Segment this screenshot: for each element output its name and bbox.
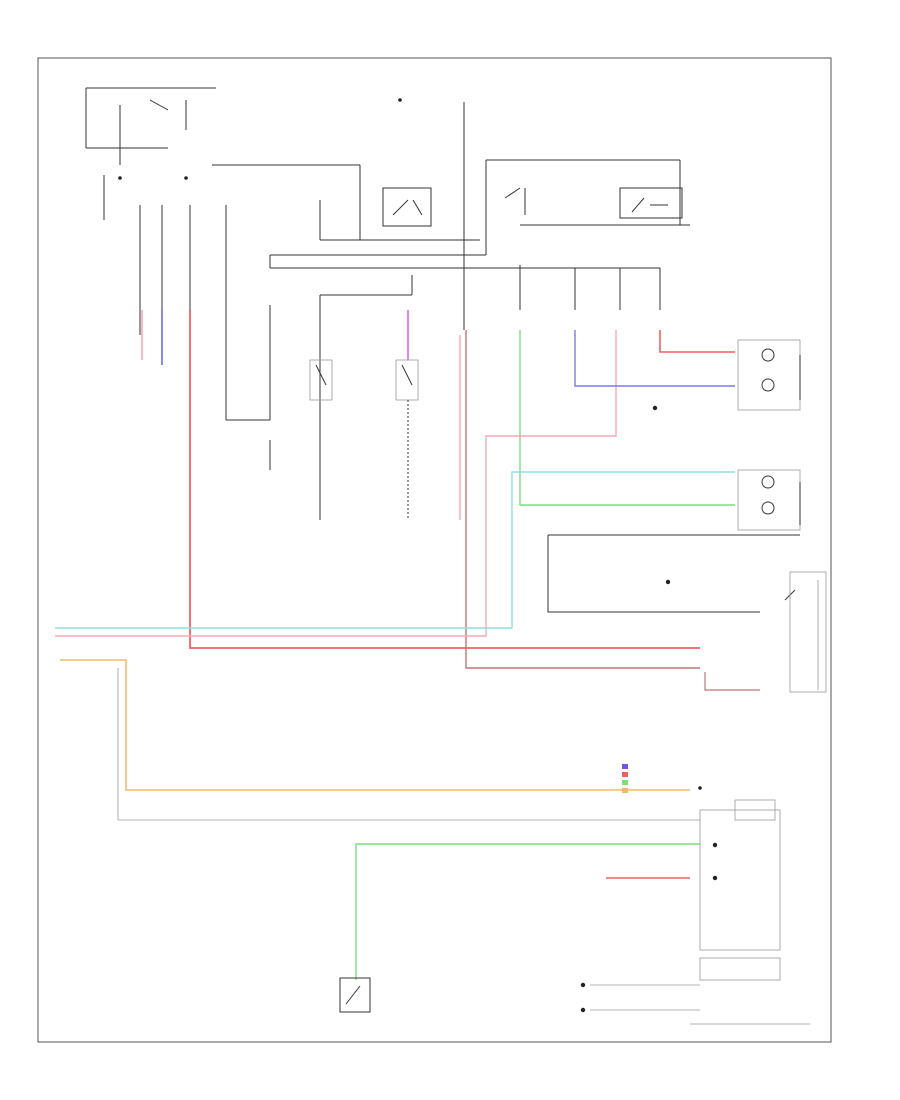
- wire-blue-right: [574, 330, 735, 387]
- lamp-control-module: [789, 571, 827, 693]
- body-control-module: [699, 799, 781, 981]
- door-switch-right: [395, 359, 419, 401]
- door-switch-left: [309, 359, 333, 401]
- right-door-lock-actuator: [737, 339, 801, 411]
- wire-green-lower: [355, 843, 700, 980]
- relay-box-2: [619, 187, 683, 219]
- wire-brown-main: [465, 330, 700, 669]
- wire-red-main: [189, 310, 700, 649]
- wire-red-right: [659, 330, 735, 353]
- wire-green-upper: [519, 330, 735, 506]
- bottom-right-wires: [580, 982, 810, 1025]
- relay-box-1: [382, 187, 432, 227]
- fuse-relay-block: [85, 87, 690, 330]
- trunk-switch: [339, 977, 371, 1013]
- switch-contact-1: [504, 187, 526, 215]
- diagram-frame: [37, 57, 832, 1043]
- wire-brown-lower: [704, 672, 760, 691]
- ground-symbols: [118, 98, 702, 790]
- wire-cyan: [55, 471, 735, 629]
- wire-pink-long: [55, 330, 617, 637]
- connector-stubs: [139, 205, 661, 520]
- left-door-lock-actuator: [737, 469, 801, 531]
- wire-gray-thin: [117, 668, 700, 821]
- connector-markers: [622, 764, 628, 793]
- wire-orange: [60, 659, 690, 791]
